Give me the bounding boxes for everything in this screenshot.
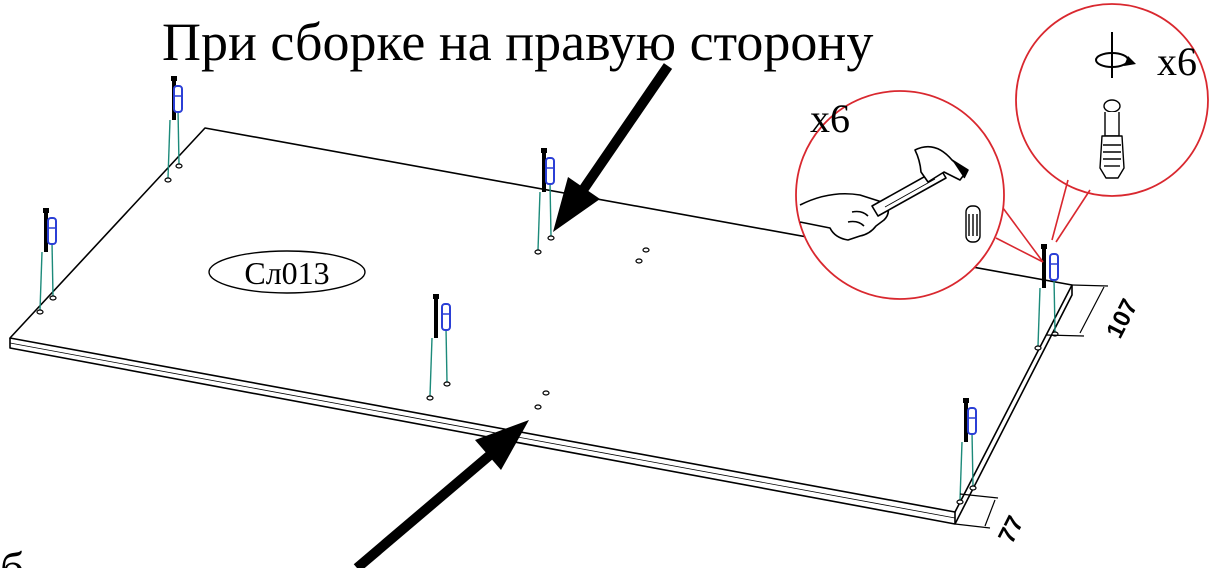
cam-lock-icon: [47, 217, 57, 245]
dowel-callout: x6: [795, 90, 1044, 300]
cam-lock-icon: [545, 157, 555, 185]
dimension-front-label: 77: [993, 512, 1029, 548]
cam-lock-icon: [173, 85, 183, 113]
cam-screw-icon: [1041, 244, 1047, 288]
cam-screw-icon: [541, 148, 547, 192]
cam-screw-icon: [433, 294, 439, 338]
cam-screw-icon: [1099, 99, 1125, 179]
hole: [642, 247, 650, 253]
cam-lock-icon: [967, 407, 977, 435]
hammer-icon: [871, 145, 969, 217]
screw-quantity: x6: [1157, 39, 1197, 84]
fastener-group: [36, 208, 57, 315]
panel: [9, 127, 1073, 525]
fastener-group: [956, 398, 977, 505]
cam-screw-icon: [43, 208, 49, 252]
part-label-text: Сл013: [244, 255, 329, 291]
hole: [542, 390, 550, 396]
cam-lock-icon: [441, 303, 451, 331]
hole: [635, 258, 643, 264]
screw-callout: x6: [1015, 3, 1209, 243]
fastener-group: [164, 76, 183, 183]
part-label: Сл013: [208, 250, 366, 294]
fastener-group: [534, 148, 555, 255]
hand-icon: [799, 192, 890, 241]
panel-holes: [534, 247, 650, 410]
wood-dowel-icon: [965, 205, 981, 243]
fastener-groups: [36, 76, 1059, 505]
dimension-side-label: 107: [1101, 295, 1143, 343]
page-title: При сборке на правую сторону: [162, 12, 873, 72]
dimension-front: [954, 493, 999, 529]
cropped-text: б: [0, 543, 24, 568]
cam-screw-icon: [963, 398, 969, 442]
hole: [534, 404, 542, 410]
screwdriver-rotate-icon: [1095, 32, 1136, 78]
arrow-top: [553, 63, 673, 232]
cam-lock-icon: [1049, 253, 1059, 281]
fastener-group: [426, 294, 451, 401]
dimension-side: [1045, 284, 1109, 337]
arrow-bottom: [353, 420, 529, 568]
dowel-quantity: x6: [810, 96, 850, 141]
